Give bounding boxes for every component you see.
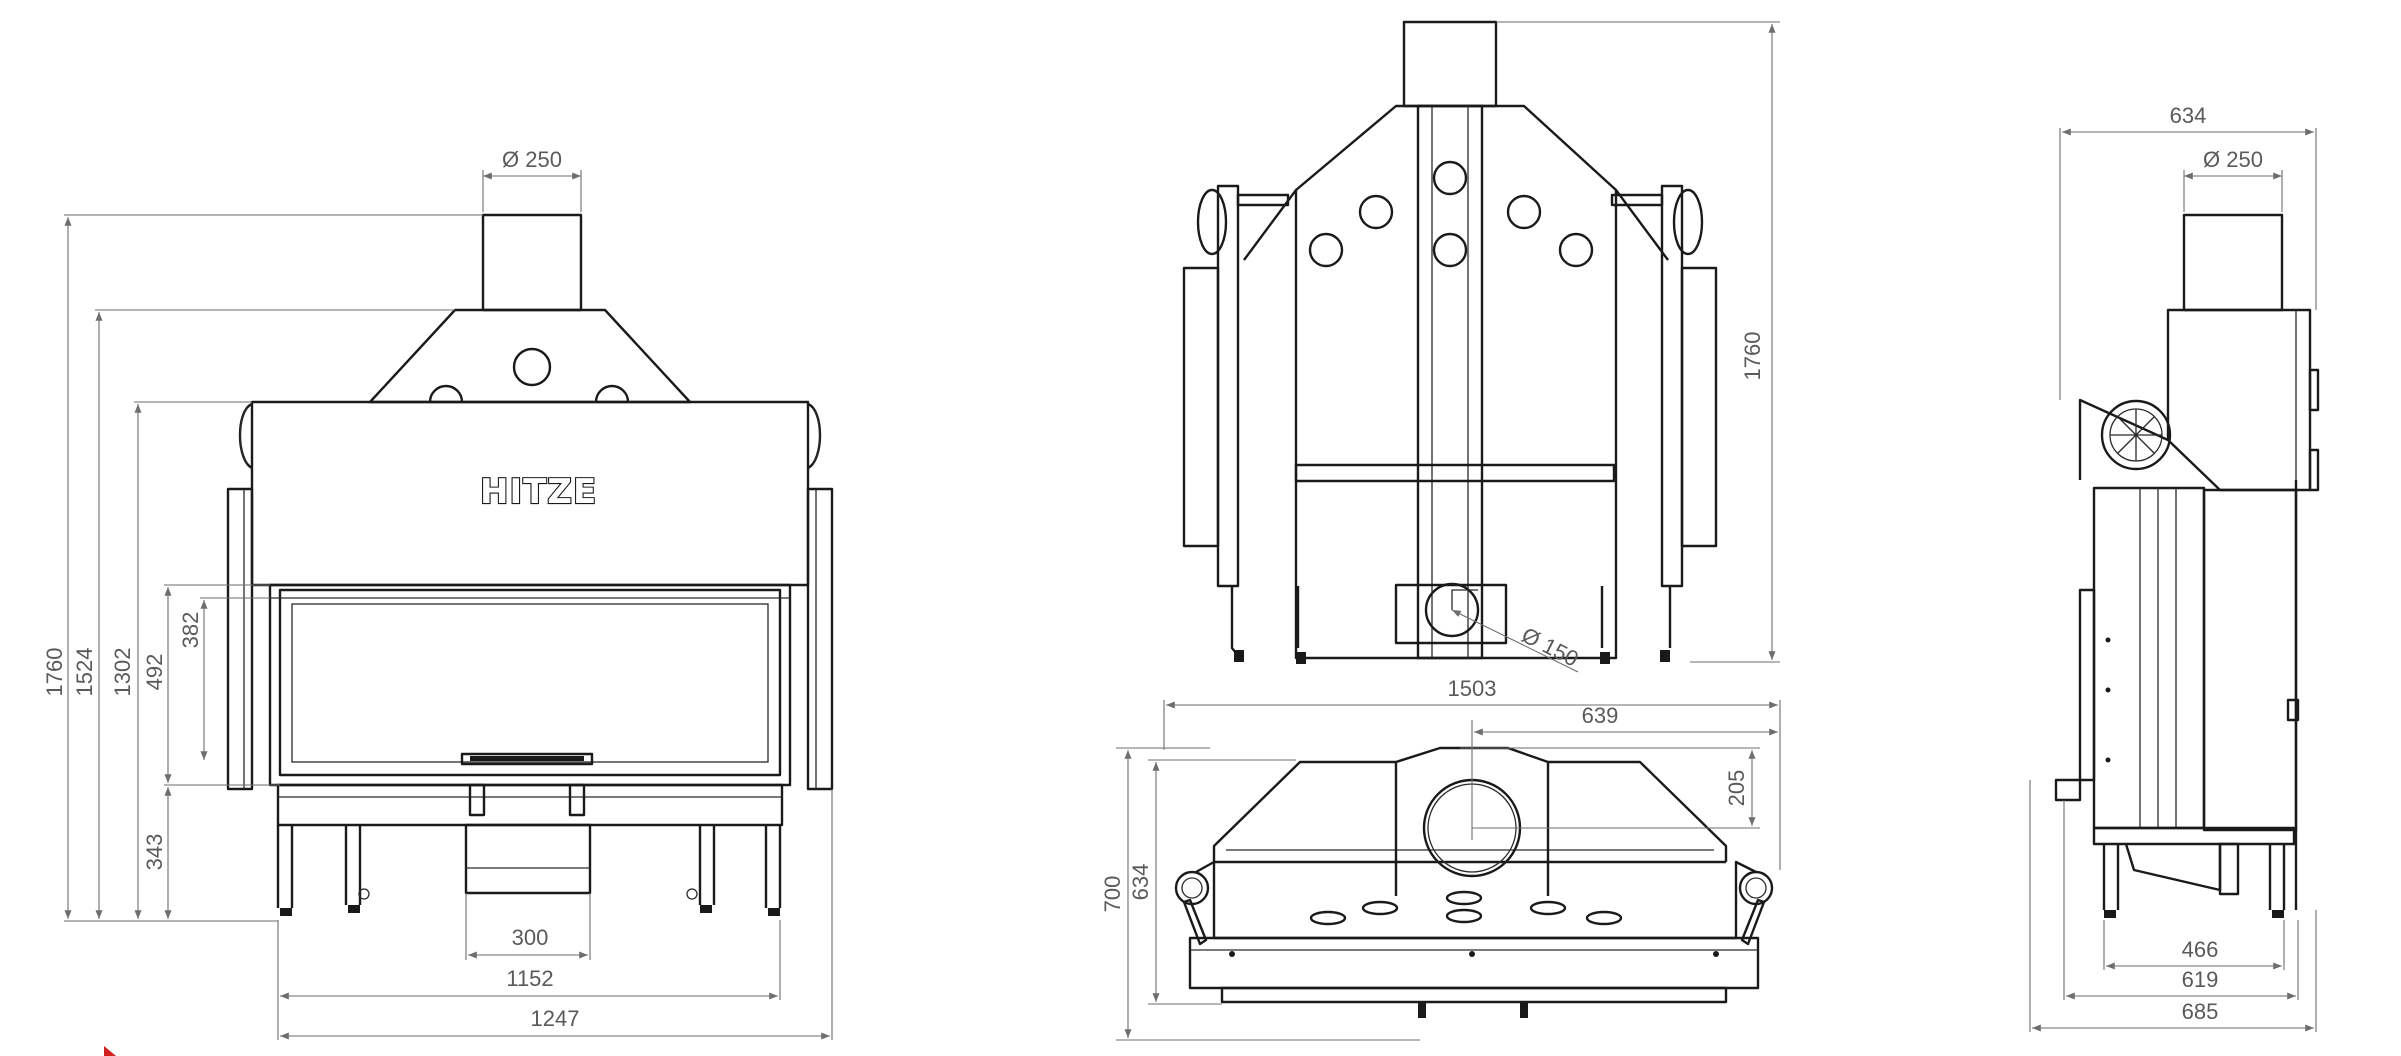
side-door-frame [2202,488,2298,832]
front-hood-vent-icon [512,347,552,387]
top-left-handle-icon [1174,870,1210,946]
top-front-rail [1188,936,1760,990]
front-flue-pipe [481,213,583,312]
dim-front-total-width: 1247 [531,1006,580,1031]
dim-side-flue-diameter: Ø 250 [2203,147,2263,172]
rear-vent-hole-icon [1308,232,1344,268]
front-base-legs [276,825,782,916]
front-left-cladding [226,487,254,791]
rear-flue-pipe [1402,20,1498,108]
side-body [2092,486,2206,830]
rear-left-fan-icon [1196,188,1228,256]
rear-view [1182,20,1718,664]
top-right-handle-icon [1738,870,1774,946]
front-hood [368,308,692,404]
rear-vent-hole-icon [1358,194,1394,230]
dim-front-height-hood: 1524 [72,648,97,697]
red-corner-mark [104,1046,116,1056]
front-hood-vent-icon [428,384,464,403]
dim-front-flue-diameter: Ø 250 [502,147,562,172]
front-view: HITZE [226,213,834,916]
dim-top-depth-body: 634 [1128,864,1153,901]
front-door-frame [278,588,782,777]
dim-side-base-depth-2: 619 [2182,967,2219,992]
dim-rear-inlet-diameter: Ø 150 [1518,622,1583,671]
rear-central-column [1416,104,1484,660]
rear-inlet-pipe-icon [1424,582,1480,638]
side-flue-pipe [2182,213,2284,312]
top-body-outline [1212,746,1728,862]
front-left-fan [238,402,253,470]
side-view [2054,213,2320,918]
front-lower-rail [276,783,784,827]
front-left-fan-detail [239,407,248,465]
rear-vent-hole-icon [1506,194,1542,230]
dim-front-base-box-width: 300 [512,925,549,950]
rear-right-panel [1660,184,1684,588]
front-hood-vent-icon [594,384,630,403]
side-dimensions: 634 Ø 250 466 619 685 [2029,103,2317,1032]
front-ash-box [464,823,592,895]
dim-side-base-depth-1: 466 [2182,937,2219,962]
front-glass-window [291,603,769,763]
dim-front-window-top: 492 [142,654,167,691]
rear-legs [1230,586,1672,664]
side-lower-rail [2092,826,2296,846]
rear-vent-hole-icon [1558,232,1594,268]
front-right-cladding [806,487,834,791]
rear-cross-bar [1294,463,1616,483]
front-right-fan-detail [812,407,821,465]
top-base [1220,986,1728,1004]
side-fan-icon [2100,399,2172,471]
side-rear-leg [2268,844,2286,910]
dim-top-depth-total: 700 [1100,876,1125,913]
top-vent-ellipses [1309,890,1623,926]
dim-top-flue-offset: 205 [1724,770,1749,807]
dim-side-top-depth: 634 [2170,103,2207,128]
top-view [1174,746,1774,1018]
rear-right-fan-icon [1672,188,1704,256]
side-fan-housing [2078,398,2169,480]
dim-front-base-height: 343 [142,834,167,871]
dim-top-total-width: 1503 [1448,676,1497,701]
rear-right-wing [1680,266,1718,548]
rear-left-panel [1216,184,1240,588]
dim-front-height-body: 1302 [110,648,135,697]
side-front-leg [2102,844,2120,910]
dim-rear-height-total: 1760 [1740,332,1765,381]
rear-vent-hole-icon [1432,232,1468,268]
rear-body [1294,104,1618,660]
side-ash-chute [2124,843,2222,892]
rear-vent-hole-icon [1432,160,1468,196]
top-dimensions: 1503 639 205 700 634 [1100,676,1781,1041]
side-hood [2166,308,2312,492]
dim-front-height-total: 1760 [42,648,67,697]
front-door-handle [460,752,594,766]
brand-logo: HITZE [480,472,597,512]
dim-front-body-width: 1152 [506,966,553,991]
top-front-plate [1195,860,1757,940]
dim-side-base-depth-3: 685 [2182,999,2219,1024]
rear-left-wing [1182,266,1220,548]
rear-inlet-box [1394,583,1508,645]
front-right-fan [807,402,822,470]
dim-top-center-offset: 639 [1582,703,1619,728]
front-dimensions: Ø 250 1760 1524 1302 492 382 343 300 115… [42,147,833,1040]
dim-front-window-height: 382 [178,612,203,649]
